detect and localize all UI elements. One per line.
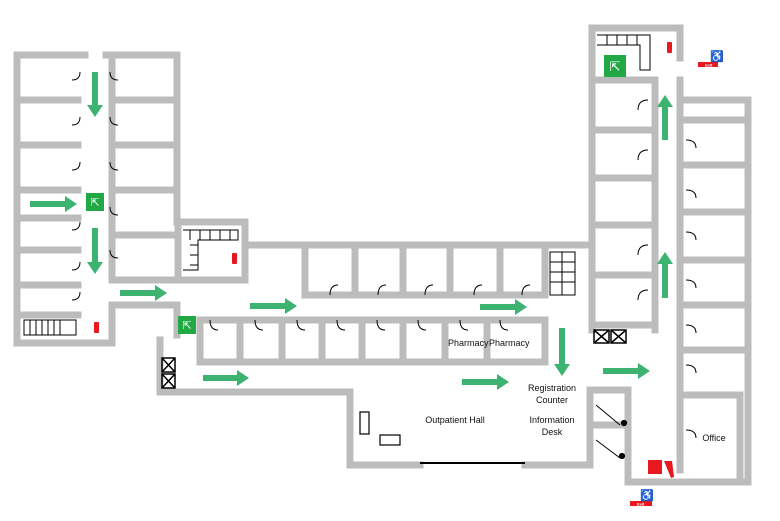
- information-desk-label: Information Desk: [529, 415, 575, 437]
- svg-text:⇱: ⇱: [610, 59, 621, 74]
- fire-extinguisher-icon: [94, 322, 99, 333]
- arrow-right: [120, 285, 167, 301]
- exit-sign-icon: [86, 193, 104, 211]
- arrow-right: [603, 363, 650, 379]
- room-label-outpatient-hall: Outpatient Hall: [425, 415, 485, 425]
- fire-extinguisher-icon: [667, 42, 672, 53]
- arrow-up: [657, 95, 673, 140]
- exit-sign-icon: [604, 55, 626, 77]
- svg-text:⇱: ⇱: [182, 320, 191, 332]
- accessible-exit-signs: Exit ♿ Exit ♿: [630, 50, 724, 507]
- arrow-down: [87, 72, 103, 117]
- fire-extinguishers: [94, 42, 674, 478]
- svg-text:⇱: ⇱: [90, 197, 99, 209]
- arrow-down: [87, 228, 103, 274]
- escalator-icon: [549, 251, 576, 296]
- arrow-up: [657, 252, 673, 298]
- walls: [13, 24, 752, 486]
- emergency-exit-signs: ⇱ ⇱ ⇱: [86, 55, 626, 334]
- exit-bottom-label: Exit: [637, 502, 645, 507]
- stairs: [23, 34, 651, 336]
- direction-arrows: [30, 72, 673, 390]
- furniture: [359, 411, 628, 460]
- exit-top-label: Exit: [705, 63, 713, 68]
- wheelchair-icon: ♿: [710, 50, 724, 63]
- fire-extinguisher-icon: [232, 253, 237, 264]
- arrow-down: [554, 328, 570, 376]
- exit-sign-icon: [178, 316, 196, 334]
- room-label-office: Office: [702, 433, 726, 443]
- exit-arrow-icon: [698, 62, 718, 67]
- room-label-pharmacy: Pharmacy: [448, 338, 489, 348]
- sofa-icon: [379, 434, 401, 446]
- fire-axe-icon: [664, 461, 674, 478]
- fire-hose-icon: [648, 460, 662, 474]
- arrow-right: [203, 370, 249, 386]
- registration-counter-label: Registration Counter: [527, 383, 577, 405]
- arrow-right: [462, 374, 509, 390]
- wheelchair-icon: ♿: [640, 489, 654, 502]
- sofa-icon: [359, 411, 370, 435]
- arrow-right: [30, 196, 77, 212]
- room-label-pharmacy: Pharmacy: [489, 338, 530, 348]
- elevators: [161, 329, 627, 389]
- doors: [71, 71, 697, 464]
- arrow-right: [250, 298, 297, 314]
- arrow-right: [480, 299, 527, 315]
- exit-arrow-icon: [630, 501, 652, 506]
